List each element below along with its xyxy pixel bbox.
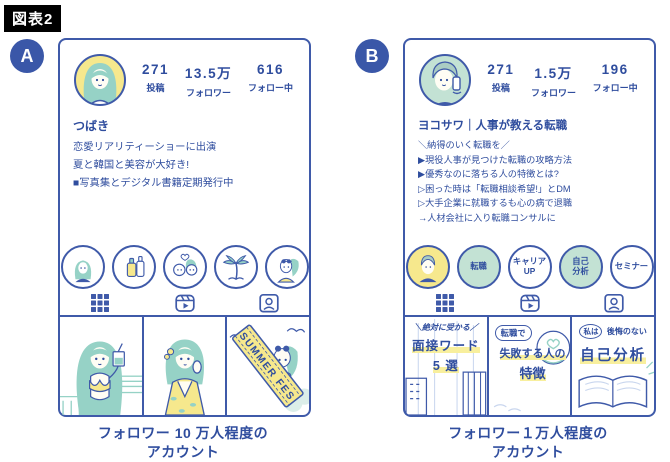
open-book-illustration <box>578 361 655 408</box>
highlight-beach-woman <box>264 245 309 289</box>
figure-label: 図表2 <box>4 5 62 32</box>
grid-tab-icon <box>436 294 454 312</box>
thumbnail-failure-traits: 転職で 失敗する人の 特徴 <box>489 317 573 415</box>
bio-line: ▶現役人事が見つけた転職の攻略方法 <box>418 154 573 165</box>
profile-header: 271 投稿 1.5万 フォロワー 196 フォロー中 <box>405 40 654 108</box>
profile-stats: 271 投稿 13.5万 フォロワー 616 フォロー中 <box>134 62 301 99</box>
bio-line: 夏と韓国と美容が大好き! <box>73 160 190 172</box>
thumbnail-text: 私は 後悔のない 自己分析 <box>572 317 654 415</box>
caption-account-a: フォロワー 10 万人程度の アカウント <box>97 425 269 460</box>
profile-avatar <box>417 52 473 108</box>
highlight-career-up: キャリア UP <box>507 245 552 289</box>
cosmetics-icon <box>126 256 144 278</box>
reels-tab-icon <box>519 294 540 312</box>
following-stat: 196 フォロー中 <box>592 61 638 93</box>
beach-woman-icon <box>276 258 299 283</box>
thumbnail-interview-words: ＼絶対に受かる／ 面接ワード 5 選 <box>405 317 489 415</box>
profile-header: 271 投稿 13.5万 フォロワー 616 フォロー中 <box>60 40 309 108</box>
bio-line: ▷困った時は「転職相談希望!」とDM <box>418 183 571 194</box>
woman-avatar-illustration <box>74 54 126 106</box>
account-card-b: 271 投稿 1.5万 フォロワー 196 フォロー中 ヨコサワ｜人事が教える転… <box>403 38 656 417</box>
highlight-man-portrait <box>405 245 450 289</box>
tagged-tab-icon <box>604 293 624 313</box>
summer-fes-banner-illustration: SUMMER FES <box>229 324 310 412</box>
thumbnail-self-analysis: 私は 後悔のない 自己分析 <box>572 317 655 415</box>
profile-avatar <box>72 52 128 108</box>
followers-stat: 13.5万 フォロワー <box>184 65 233 98</box>
story-highlights: 転職 キャリア UP 自己 分析 セミナー <box>405 245 654 289</box>
highlight-cosmetics <box>111 245 156 289</box>
highlight-self-analysis: 自己 分析 <box>558 245 603 289</box>
profile-bio: つばき 恋愛リアリティーショーに出演 夏と韓国と美容が大好き! ■写真集とデジタ… <box>60 108 309 193</box>
following-stat: 616 フォロー中 <box>248 61 294 93</box>
highlight-palm-tree <box>213 245 258 289</box>
kimono-woman-illustration <box>163 339 205 415</box>
thumbnail-kimono-woman <box>144 317 228 415</box>
post-thumbnails: ＼絶対に受かる／ 面接ワード 5 選 転職で 失敗する人の 特徴 <box>405 315 655 415</box>
caption-account-b: フォロワー１万人程度の アカウント <box>448 425 608 460</box>
thumbnail-text: 転職で 失敗する人の 特徴 <box>489 317 571 415</box>
panel-b-badge: B <box>355 39 389 73</box>
profile-tabs <box>405 293 654 313</box>
profile-name: ヨコサワ｜人事が教える転職 <box>418 120 568 132</box>
bio-line: ＼納得のいく転職を／ <box>418 140 510 150</box>
panel-a-badge: A <box>10 39 44 73</box>
man-avatar-illustration <box>419 54 471 106</box>
reels-tab-icon <box>174 294 195 312</box>
profile-bio: ヨコサワ｜人事が教える転職 ＼納得のいく転職を／ ▶現役人事が見つけた転職の攻略… <box>405 108 654 225</box>
profile-tabs <box>60 293 309 313</box>
profile-stats: 271 投稿 1.5万 フォロワー 196 フォロー中 <box>479 62 646 99</box>
bio-line: →人材会社に入り転職コンサルに <box>418 212 556 223</box>
highlight-woman-portrait <box>60 245 105 289</box>
pool-bikini-woman-illustration <box>60 341 142 415</box>
thumbnail-summer-fes-banner: SUMMER FES <box>227 317 310 415</box>
highlight-couple <box>162 245 207 289</box>
highlight-seminar: セミナー <box>609 245 654 289</box>
palm-tree-icon <box>222 255 249 281</box>
couple-icon <box>172 253 197 277</box>
profile-name: つばき <box>73 119 110 133</box>
bio-line: 恋愛リアリティーショーに出演 <box>73 142 217 153</box>
bio-line: ▶優秀なのに落ちる人の特徴とは? <box>418 169 559 180</box>
posts-stat: 271 投稿 <box>487 61 515 93</box>
highlight-tenshoku: 転職 <box>456 245 501 289</box>
story-highlights <box>60 245 309 289</box>
tagged-tab-icon <box>259 293 279 313</box>
followers-stat: 1.5万 フォロワー <box>530 65 576 98</box>
man-portrait-icon <box>419 255 436 283</box>
post-thumbnails: SUMMER FES <box>60 315 310 415</box>
thumbnail-text: ＼絶対に受かる／ 面接ワード 5 選 <box>412 323 480 373</box>
bio-line: ■写真集とデジタル書籍定期発行中 <box>73 178 234 190</box>
posts-stat: 271 投稿 <box>141 61 169 93</box>
bio-line: ▷大手企業に就職するも心の病で退職 <box>418 198 573 209</box>
account-card-a: 271 投稿 13.5万 フォロワー 616 フォロー中 つばき 恋愛リアリティ… <box>58 38 311 417</box>
thumbnail-pool-bikini-woman <box>60 317 144 415</box>
woman-portrait-icon <box>74 260 91 283</box>
grid-tab-icon <box>91 294 109 312</box>
